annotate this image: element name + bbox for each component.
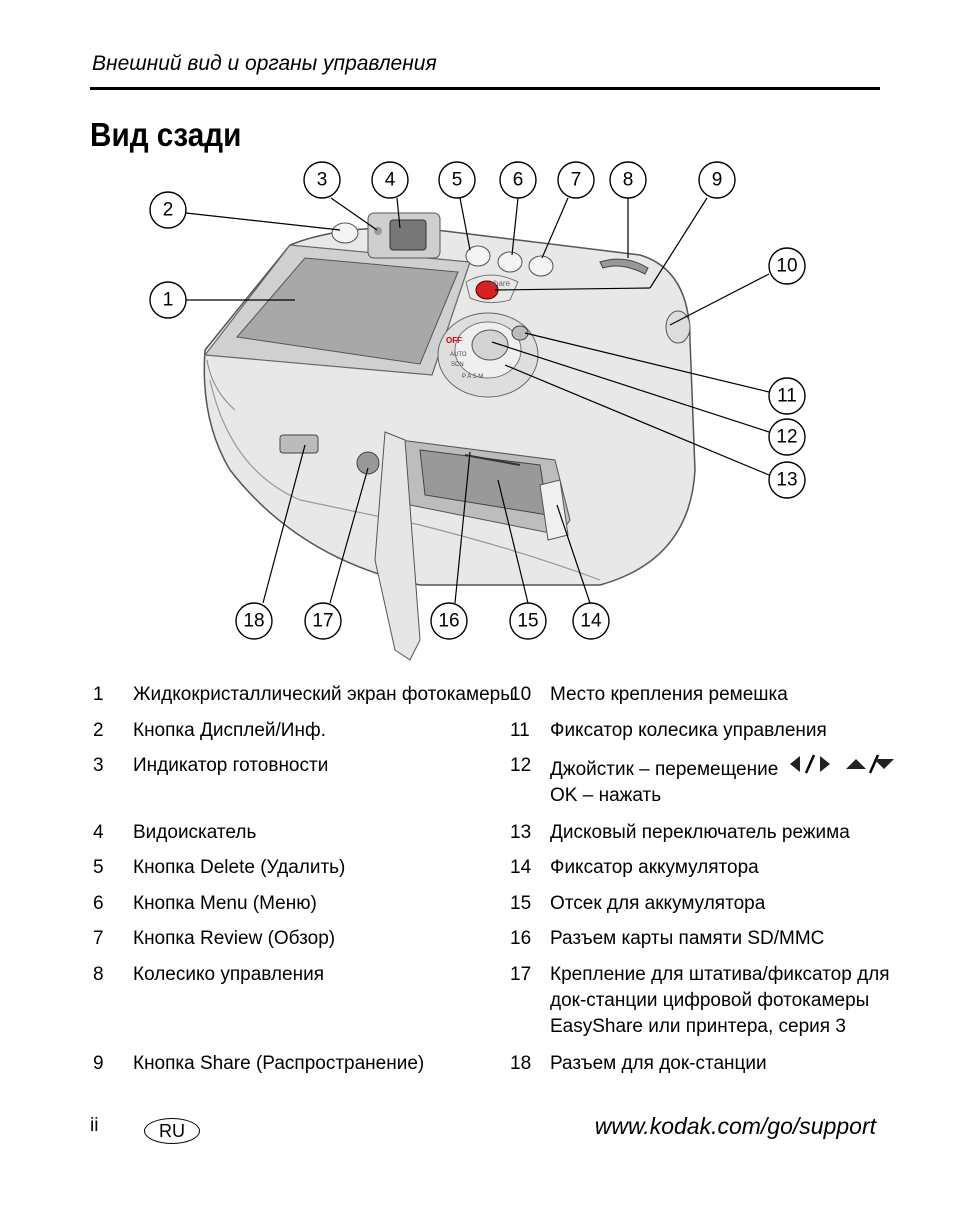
callout-1: 1 — [149, 281, 187, 319]
svg-text:7: 7 — [571, 170, 582, 191]
lcd-screen — [203, 244, 471, 376]
callout-7: 7 — [557, 161, 595, 199]
top-controls — [331, 212, 691, 344]
mode-dial: OFF share AUTO SCN P A S M — [437, 279, 539, 398]
modes-label: P A S M — [462, 374, 483, 380]
page-title: Вид сзади — [90, 116, 242, 153]
section-header: Внешний вид и органы управления — [92, 52, 437, 75]
off-label: OFF — [446, 336, 462, 345]
svg-text:9: 9 — [712, 170, 723, 191]
svg-text:11: 11 — [777, 386, 797, 407]
callout-15: 15 — [509, 602, 547, 640]
svg-text:2: 2 — [163, 200, 174, 221]
svg-text:5: 5 — [452, 170, 463, 191]
svg-text:17: 17 — [312, 611, 333, 632]
callout-2: 2 — [149, 191, 187, 229]
svg-text:1: 1 — [163, 290, 174, 311]
callout-6: 6 — [499, 161, 537, 199]
svg-text:15: 15 — [517, 611, 538, 632]
svg-text:3: 3 — [317, 170, 328, 191]
header-rule — [90, 87, 880, 90]
svg-text:8: 8 — [623, 170, 634, 191]
svg-text:10: 10 — [776, 256, 797, 277]
svg-text:6: 6 — [513, 170, 524, 191]
leader-lines — [185, 197, 770, 604]
callout-9: 9 — [698, 161, 736, 199]
callout-17: 17 — [304, 602, 342, 640]
svg-text:12: 12 — [776, 427, 797, 448]
camera-rear-diagram: OFF share AUTO SCN P A S M 1 — [149, 161, 806, 661]
callout-10: 10 — [768, 247, 806, 285]
legend-item: 12 Джойстик – перемещение OK – нажать — [510, 753, 896, 809]
svg-text:4: 4 — [385, 170, 396, 191]
callout-5: 5 — [438, 161, 476, 199]
scn-label: SCN — [451, 362, 464, 368]
svg-text:18: 18 — [243, 611, 264, 632]
language-badge: RU — [144, 1118, 200, 1144]
svg-text:14: 14 — [580, 611, 602, 632]
callout-12: 12 — [768, 418, 806, 456]
page-number: ii — [90, 1115, 99, 1136]
svg-text:13: 13 — [776, 470, 797, 491]
callout-14: 14 — [572, 602, 610, 640]
auto-label: AUTO — [450, 352, 467, 358]
joystick-arrows-icon — [788, 753, 896, 783]
callout-11: 11 — [768, 377, 806, 415]
callout-16: 16 — [430, 602, 468, 640]
callout-8: 8 — [609, 161, 647, 199]
callout-4: 4 — [371, 161, 409, 199]
callout-18: 18 — [235, 602, 273, 640]
svg-text:16: 16 — [438, 611, 459, 632]
support-url[interactable]: www.kodak.com/go/support — [594, 1113, 876, 1139]
callout-13: 13 — [768, 461, 806, 499]
callout-3: 3 — [303, 161, 341, 199]
share-label: share — [490, 279, 511, 288]
